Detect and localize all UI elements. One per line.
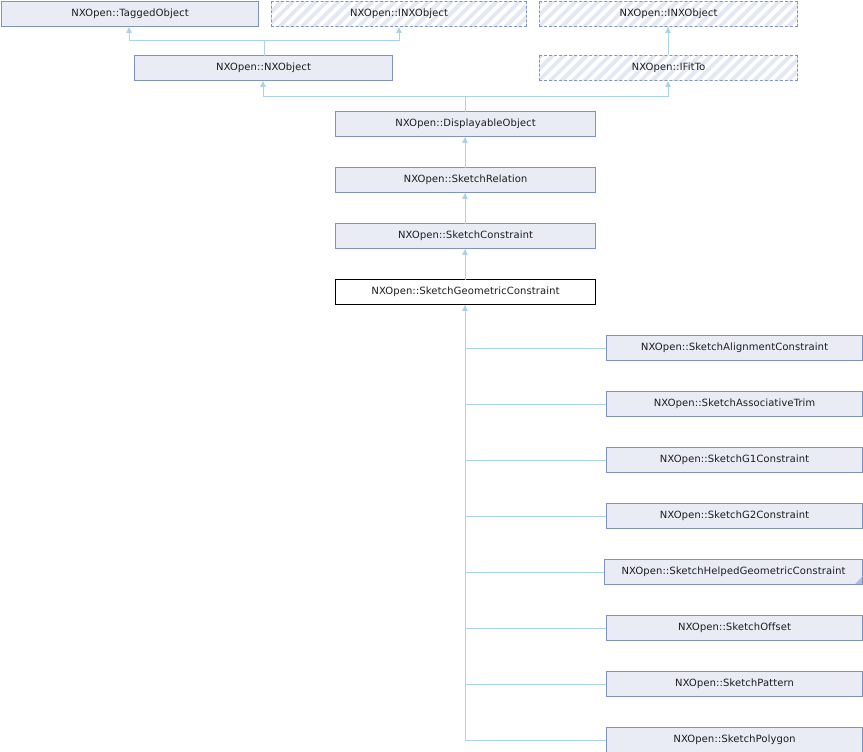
- arrow-taggedobject-nxobject: [125, 27, 132, 33]
- class-label: NXOpen::SketchAssociativeTrim: [653, 398, 816, 409]
- arrow-derived-to-sketchgeometricconstraint: [461, 305, 468, 311]
- edge-bus-to-sketchg2constraint: [465, 516, 606, 517]
- edge-bus-to-sketchalignmentconstraint: [465, 348, 606, 349]
- class-node-sketchassociativetrim[interactable]: NXOpen::SketchAssociativeTrim: [606, 391, 863, 417]
- edge-displayable-sketchrelation: [465, 143, 466, 168]
- arrow-inxobject-ifitto: [664, 27, 671, 33]
- class-label: NXOpen::SketchPattern: [675, 678, 794, 689]
- class-label: NXOpen::INXObject: [349, 8, 449, 19]
- arrow-sketchconstraint-sketchgeometricconstraint: [461, 249, 468, 255]
- class-label: NXOpen::NXObject: [216, 62, 311, 73]
- edge-inxobject-ifitto-vertical: [668, 27, 669, 55]
- class-label: NXOpen::SketchG1Constraint: [659, 454, 810, 465]
- class-node-displayableobject[interactable]: NXOpen::DisplayableObject: [335, 111, 596, 137]
- class-node-sketchg2constraint[interactable]: NXOpen::SketchG2Constraint: [606, 503, 863, 529]
- class-node-sketchgeometricconstraint[interactable]: NXOpen::SketchGeometricConstraint: [335, 279, 596, 305]
- edge-inxobject-nxobject-vertical: [399, 33, 400, 41]
- class-node-inxobject-left[interactable]: NXOpen::INXObject: [271, 1, 527, 27]
- class-label: NXOpen::TaggedObject: [71, 8, 189, 19]
- arrow-displayableobject-sketchrelation: [461, 137, 468, 143]
- class-node-taggedobject[interactable]: NXOpen::TaggedObject: [1, 1, 259, 27]
- arrow-inxobject-nxobject: [395, 27, 402, 33]
- class-label: NXOpen::SketchOffset: [677, 622, 792, 633]
- class-label: NXOpen::SketchGeometricConstraint: [371, 286, 560, 297]
- arrow-ifitto-displayableobject: [664, 81, 671, 87]
- class-node-ifitto[interactable]: NXOpen::IFitTo: [539, 55, 798, 81]
- truncation-fold-icon: [855, 577, 862, 584]
- class-node-inxobject-right[interactable]: NXOpen::INXObject: [539, 1, 798, 27]
- edge-taggedobject-nxobject-vertical: [129, 33, 130, 41]
- class-node-nxobject[interactable]: NXOpen::NXObject: [134, 55, 393, 81]
- class-node-sketchhelpedgeometricconstraint[interactable]: NXOpen::SketchHelpedGeometricConstraint: [604, 559, 863, 585]
- class-label: NXOpen::SketchG2Constraint: [659, 510, 810, 521]
- class-label: NXOpen::SketchRelation: [403, 174, 528, 185]
- class-label: NXOpen::IFitTo: [631, 62, 706, 73]
- edge-bus-to-sketchpolygon: [465, 740, 606, 741]
- edge-derived-bus-vertical: [465, 311, 466, 741]
- edge-row2-displayable-horizontal: [263, 96, 669, 97]
- class-node-sketchrelation[interactable]: NXOpen::SketchRelation: [335, 167, 596, 193]
- edge-nxobject-displayable-vertical: [263, 87, 264, 96]
- class-node-sketchconstraint[interactable]: NXOpen::SketchConstraint: [335, 223, 596, 249]
- edge-displayableobject-drop: [465, 96, 466, 112]
- class-node-sketchalignmentconstraint[interactable]: NXOpen::SketchAlignmentConstraint: [606, 335, 863, 361]
- edge-bus-to-sketchoffset: [465, 628, 606, 629]
- class-node-sketchg1constraint[interactable]: NXOpen::SketchG1Constraint: [606, 447, 863, 473]
- arrow-sketchrelation-sketchconstraint: [461, 193, 468, 199]
- class-node-sketchpattern[interactable]: NXOpen::SketchPattern: [606, 671, 863, 697]
- class-label: NXOpen::SketchHelpedGeometricConstraint: [621, 566, 846, 577]
- arrow-nxobject-displayableobject: [259, 81, 266, 87]
- class-label: NXOpen::INXObject: [619, 8, 718, 19]
- edge-ifitto-displayable-vertical: [668, 87, 669, 96]
- edge-sketchconstraint-sketchgeometric: [465, 255, 466, 280]
- edge-sketchrelation-sketchconstraint: [465, 199, 466, 224]
- edge-bus-to-sketchhelpedgeometricconstraint: [465, 572, 604, 573]
- class-label: NXOpen::DisplayableObject: [395, 118, 536, 129]
- edge-bus-to-sketchpattern: [465, 684, 606, 685]
- edge-nxobject-drop: [264, 40, 265, 56]
- class-label: NXOpen::SketchAlignmentConstraint: [640, 342, 829, 353]
- class-node-sketchoffset[interactable]: NXOpen::SketchOffset: [606, 615, 863, 641]
- class-label: NXOpen::SketchConstraint: [397, 230, 534, 241]
- edge-bus-to-sketchg1constraint: [465, 460, 606, 461]
- edge-bus-to-sketchassociativetrim: [465, 404, 606, 405]
- class-node-sketchpolygon[interactable]: NXOpen::SketchPolygon: [606, 727, 863, 752]
- class-label: NXOpen::SketchPolygon: [673, 734, 796, 745]
